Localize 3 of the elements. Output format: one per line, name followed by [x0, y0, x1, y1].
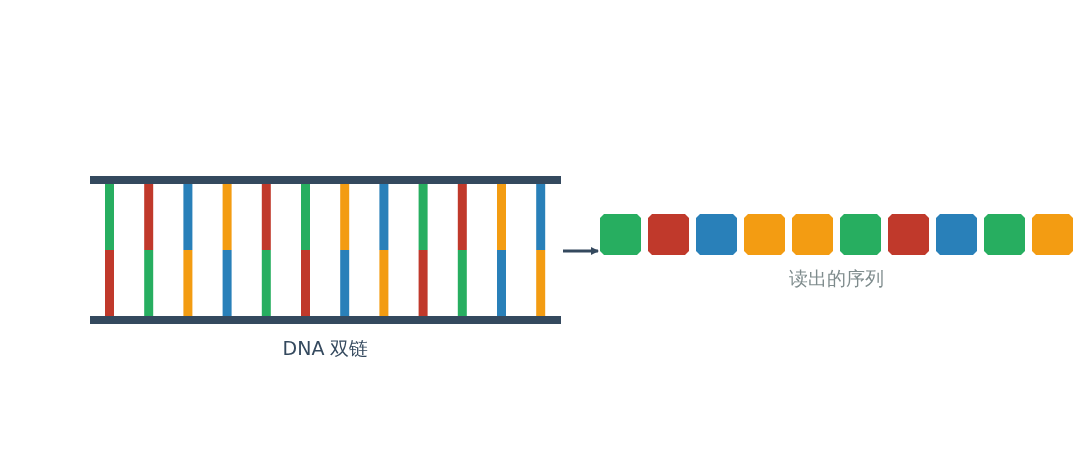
node-label: DNA 双链	[281, 336, 370, 361]
arrow	[563, 247, 599, 255]
node-label: 读出的序列	[788, 266, 885, 291]
